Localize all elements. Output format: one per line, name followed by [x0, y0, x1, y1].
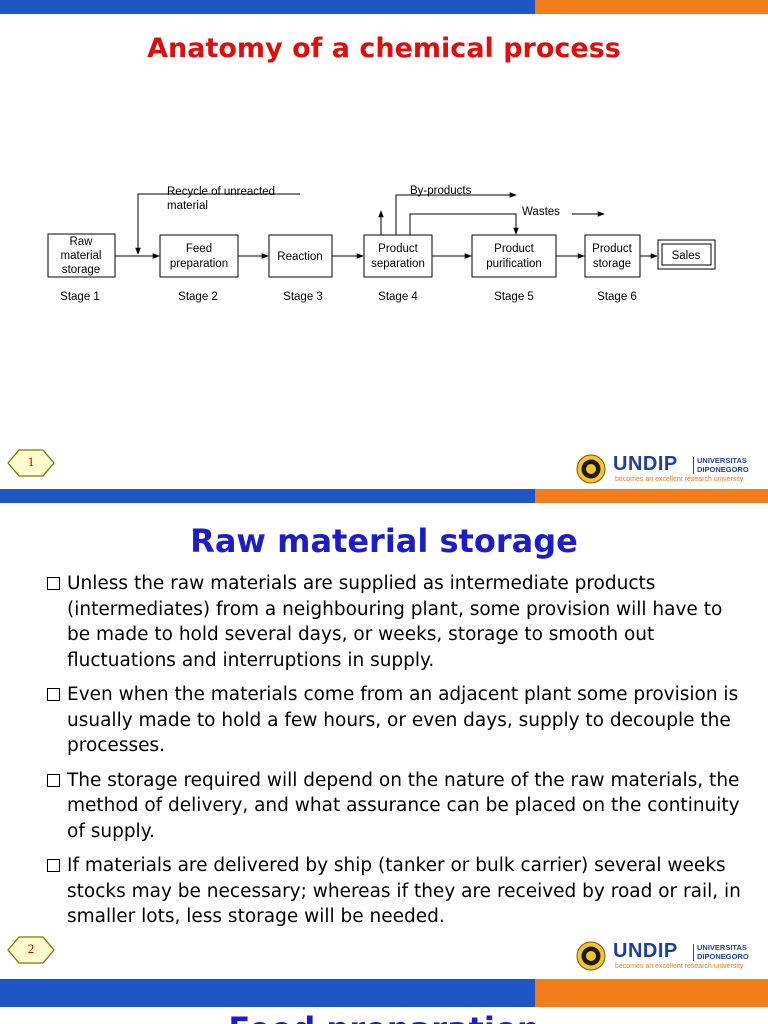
box-stage-4 [363, 234, 433, 278]
slide-1: Anatomy of a chemical process Raw materia… [0, 0, 768, 503]
box-stage-3 [268, 234, 333, 278]
slide-2-title: Raw material storage [190, 522, 578, 560]
bullet-item: The storage required will depend on the … [46, 768, 746, 845]
recycle-line [135, 193, 300, 255]
wastes-line [409, 213, 519, 235]
box-sales-inner [661, 243, 712, 266]
box-6-line-1: Product [592, 243, 632, 255]
byproduct-line [395, 192, 517, 235]
logo-tagline: becomes an excellent research university [615, 963, 744, 970]
wastes-label: Wastes [522, 206, 560, 218]
box-5-line-1: Product [494, 243, 534, 255]
checkbox-bullet-icon [47, 577, 60, 590]
bullet-item: If materials are delivered by ship (tank… [46, 853, 746, 930]
box-4-line-2: separation [371, 258, 425, 270]
bullet-text: If materials are delivered by ship (tank… [67, 855, 741, 927]
bullet-text: Even when the materials come from an adj… [67, 684, 739, 756]
process-flow-diagram: Raw material storage Feed preparation React… [47, 185, 716, 303]
logo-university-line-2: DIPONEGORO [697, 951, 749, 961]
logo-wordmark: UNDIP [613, 940, 678, 962]
page-number-1: 1 [27, 454, 35, 469]
recycle-label-line-1: Recycle of unreacted [167, 186, 275, 198]
bullet-item: Even when the materials come from an adj… [46, 682, 746, 759]
box-stage-2 [159, 234, 239, 278]
slide-3-title: Feed preparation [0, 1010, 768, 1024]
box-stage-1 [47, 233, 116, 278]
bullet-list: Unless the raw materials are supplied as… [46, 571, 746, 939]
box-2-line-2: preparation [170, 258, 228, 270]
box-sales-label: Sales [672, 250, 701, 262]
stage-label-4: Stage 4 [378, 291, 418, 303]
box-4-line-1: Product [378, 243, 418, 255]
box-1-line-2: material [61, 250, 102, 262]
stage-label-2: Stage 2 [178, 291, 218, 303]
page-badge-2: 2 [6, 935, 56, 965]
page-badge-1: 1 [6, 448, 56, 478]
stage-label-6: Stage 6 [597, 291, 637, 303]
bullet-text: The storage required will depend on the … [67, 769, 740, 842]
box-stage-6 [584, 234, 641, 278]
logo-university-line-1: UNIVERSITAS [697, 456, 747, 465]
undip-seal-icon [576, 941, 606, 971]
stage-label-3: Stage 3 [283, 291, 323, 303]
top-bar-orange [535, 0, 768, 14]
slide-2: Raw material storage 2 UNDIP UNIVERSITAS… [0, 503, 768, 993]
logo-wordmark: UNDIP [613, 453, 678, 475]
box-6-line-2: storage [593, 258, 631, 270]
logo-university-line-1: UNIVERSITAS [697, 943, 747, 952]
undip-seal-icon [576, 454, 606, 484]
box-3-label: Reaction [277, 251, 322, 263]
box-1-line-3: storage [62, 264, 100, 276]
checkbox-bullet-icon [47, 859, 60, 872]
logo-university-line-2: DIPONEGORO [697, 464, 749, 474]
box-5-line-2: purification [486, 258, 542, 270]
stage-label-1: Stage 1 [60, 291, 100, 303]
checkbox-bullet-icon [47, 773, 60, 787]
recycle-label-line-2: material [167, 200, 208, 212]
bottom-bar-orange [535, 979, 768, 993]
top-bar-blue [0, 0, 535, 14]
box-1-line-1: Raw [69, 236, 93, 248]
bottom-bar-blue [0, 489, 535, 503]
top-bar-blue [0, 993, 535, 1007]
bottom-bar-blue [0, 979, 535, 993]
box-stage-5 [471, 234, 557, 278]
byproducts-label: By-products [410, 185, 472, 197]
checkbox-bullet-icon [47, 688, 60, 701]
bullet-item: Unless the raw materials are supplied as… [46, 571, 746, 673]
slide-1-title: Anatomy of a chemical process [147, 33, 621, 64]
top-bar-orange [535, 993, 768, 1007]
bullet-text: Unless the raw materials are supplied as… [67, 573, 723, 671]
box-2-line-1: Feed [186, 243, 212, 255]
slide-3: Feed preparation [0, 993, 768, 1024]
stage-label-5: Stage 5 [494, 291, 534, 303]
logo-tagline: becomes an excellent research university [615, 476, 744, 483]
bottom-bar-orange [535, 489, 768, 503]
page-number-2: 2 [27, 941, 35, 956]
